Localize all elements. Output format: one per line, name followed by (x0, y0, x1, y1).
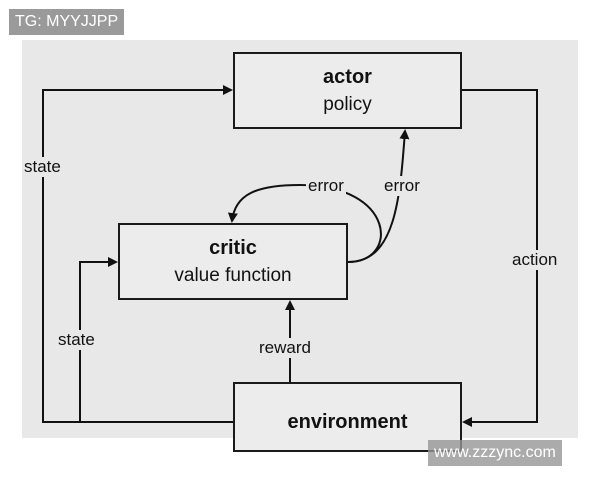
environment-title: environment (287, 411, 408, 433)
critic-subtitle: value function (174, 264, 292, 286)
critic-node: critic value function (118, 223, 348, 300)
actor-node: actor policy (233, 52, 462, 129)
environment-node: environment (233, 382, 462, 452)
action-label: action (510, 250, 560, 270)
error-to-actor-arrow (347, 129, 410, 263)
state-to-actor-arrow (42, 85, 233, 423)
watermark-top: TG: MYYJJPP (9, 9, 125, 35)
watermark-bottom: www.zzzync.com (428, 440, 562, 466)
state-label-outer: state (22, 157, 63, 177)
actor-title: actor (323, 65, 372, 88)
error-label-actor: error (382, 176, 422, 196)
actor-subtitle: policy (323, 93, 372, 115)
state-to-critic-arrow (79, 257, 118, 422)
critic-title: critic (209, 236, 257, 259)
reward-label: reward (257, 338, 313, 358)
error-label-critic: error (306, 176, 346, 196)
state-label-inner: state (56, 330, 97, 350)
